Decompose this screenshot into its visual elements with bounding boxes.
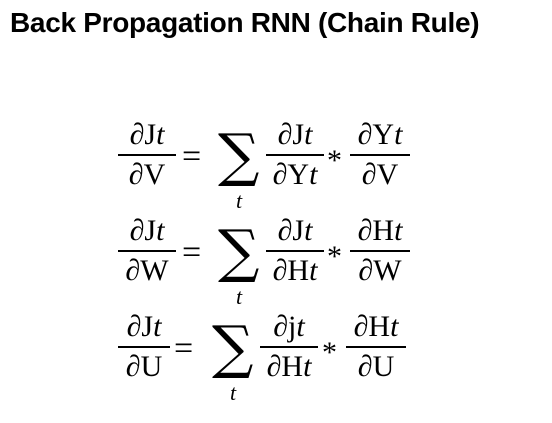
- multiply-sign: *: [327, 144, 342, 177]
- denominator: ∂V: [361, 158, 399, 191]
- numerator: ∂jt: [273, 310, 305, 343]
- summation-symbol: ∑: [218, 121, 260, 189]
- numerator: ∂Yt: [357, 118, 403, 151]
- fraction-bar: [266, 154, 324, 156]
- fraction-bar: [350, 250, 410, 252]
- lhs-fraction: ∂Jt ∂U: [118, 310, 170, 384]
- summation-index: t: [236, 188, 243, 213]
- fraction-bar: [118, 154, 176, 156]
- multiply-sign: *: [322, 336, 337, 369]
- fraction-bar: [118, 346, 170, 348]
- denominator: ∂W: [125, 254, 169, 287]
- denominator: ∂W: [358, 254, 402, 287]
- fraction-bar: [346, 346, 406, 348]
- factor-2-fraction: ∂Ht ∂U: [346, 310, 406, 384]
- denominator: ∂V: [128, 158, 166, 191]
- summation-index: t: [236, 284, 243, 309]
- equals-sign: =: [182, 138, 202, 175]
- summation-symbol: ∑: [212, 313, 254, 381]
- numerator: ∂Jt: [277, 118, 313, 151]
- equals-sign: =: [182, 234, 202, 271]
- equation-dv: ∂Jt ∂V = ∑ t ∂Jt ∂Yt * ∂Yt ∂V: [0, 118, 552, 213]
- slide-title: Back Propagation RNN (Chain Rule): [10, 7, 480, 38]
- equation-dw: ∂Jt ∂W = ∑ t ∂Jt ∂Ht * ∂Ht ∂W: [0, 214, 552, 309]
- summation-symbol: ∑: [218, 217, 260, 285]
- fraction-bar: [266, 250, 324, 252]
- multiply-sign: *: [327, 240, 342, 273]
- lhs-fraction: ∂Jt ∂V: [118, 118, 176, 192]
- factor-1-fraction: ∂Jt ∂Ht: [266, 214, 324, 288]
- factor-2-fraction: ∂Yt ∂V: [350, 118, 410, 192]
- fraction-bar: [260, 346, 318, 348]
- denominator: ∂Yt: [272, 158, 318, 191]
- denominator: ∂Ht: [272, 254, 318, 287]
- numerator: ∂Ht: [353, 310, 399, 343]
- numerator: ∂Jt: [129, 118, 165, 151]
- numerator: ∂Jt: [129, 214, 165, 247]
- summation-index: t: [230, 380, 237, 405]
- factor-1-fraction: ∂jt ∂Ht: [260, 310, 318, 384]
- denominator: ∂U: [125, 350, 163, 383]
- equals-sign: =: [174, 330, 194, 367]
- denominator: ∂U: [357, 350, 395, 383]
- numerator: ∂Jt: [126, 310, 162, 343]
- fraction-bar: [118, 250, 176, 252]
- factor-1-fraction: ∂Jt ∂Yt: [266, 118, 324, 192]
- factor-2-fraction: ∂Ht ∂W: [350, 214, 410, 288]
- numerator: ∂Jt: [277, 214, 313, 247]
- numerator: ∂Ht: [357, 214, 403, 247]
- lhs-fraction: ∂Jt ∂W: [118, 214, 176, 288]
- denominator: ∂Ht: [266, 350, 312, 383]
- fraction-bar: [350, 154, 410, 156]
- equation-du: ∂Jt ∂U = ∑ t ∂jt ∂Ht * ∂Ht ∂U: [0, 310, 552, 405]
